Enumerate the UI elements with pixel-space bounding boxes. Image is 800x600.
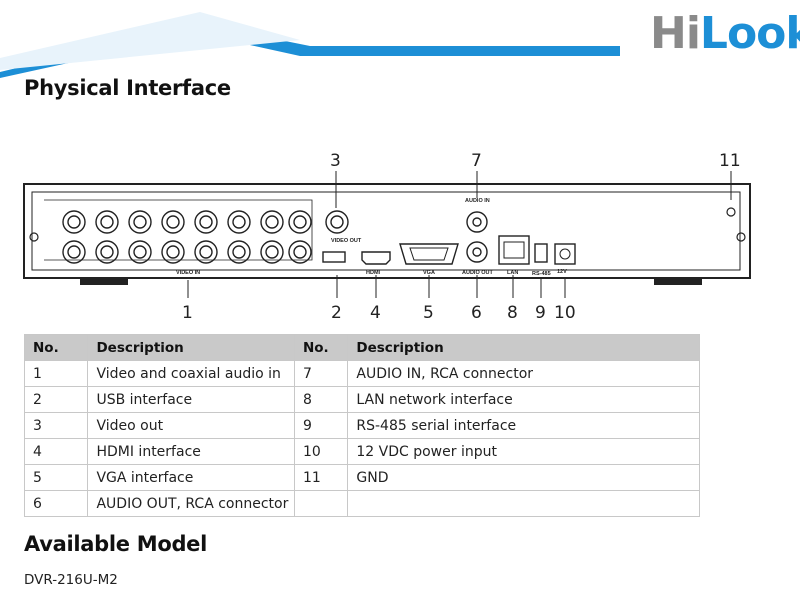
label-power: 12V: [557, 269, 567, 275]
table-cell: 8: [293, 386, 349, 413]
table-header: No.: [293, 334, 349, 361]
available-model-heading: Available Model: [24, 532, 208, 556]
callout-7: 7: [471, 151, 482, 171]
table-row: 3 Video out 9 RS-485 serial interface: [23, 412, 700, 439]
table-row: 5 VGA interface 11 GND: [23, 464, 700, 491]
table-cell: RS-485 serial interface: [347, 412, 700, 439]
callout-6: 6: [471, 303, 482, 323]
table-cell: GND: [347, 464, 700, 491]
table-cell: 6: [23, 490, 89, 517]
table-cell: 10: [293, 438, 349, 465]
label-hdmi: HDMI: [366, 270, 381, 276]
table-row: 4 HDMI interface 10 12 VDC power input: [23, 438, 700, 465]
table-header: Description: [87, 334, 295, 361]
bnc-row-bottom: [62, 240, 312, 264]
hilook-logo: HiLook: [650, 8, 800, 59]
callout-2: 2: [331, 303, 342, 323]
label-audio-in: AUDIO IN: [465, 198, 490, 204]
table-header: No.: [23, 334, 89, 361]
label-lan: LAN: [507, 270, 518, 276]
table-cell: Video and coaxial audio in: [87, 360, 295, 387]
table-cell: 5: [23, 464, 89, 491]
table-cell: LAN network interface: [347, 386, 700, 413]
interface-table: No. Description No. Description 1 Video …: [23, 334, 700, 517]
table-cell: 11: [293, 464, 349, 491]
callout-8: 8: [507, 303, 518, 323]
table-cell: [293, 490, 349, 517]
table-cell: Video out: [87, 412, 295, 439]
table-header-row: No. Description No. Description: [23, 334, 700, 361]
table-cell: HDMI interface: [87, 438, 295, 465]
table-cell: 4: [23, 438, 89, 465]
callout-11: 11: [719, 151, 741, 171]
vga-port: [399, 243, 459, 265]
table-row: 1 Video and coaxial audio in 7 AUDIO IN,…: [23, 360, 700, 387]
label-vga: VGA: [423, 270, 435, 276]
table-cell: 3: [23, 412, 89, 439]
callout-4: 4: [370, 303, 381, 323]
table-cell: 7: [293, 360, 349, 387]
table-row: 2 USB interface 8 LAN network interface: [23, 386, 700, 413]
lan-port: [498, 235, 530, 265]
bnc-row-top: [62, 210, 312, 234]
rca-connectors: [466, 211, 488, 263]
hdmi-port: [361, 251, 391, 265]
label-video-out: VIDEO OUT: [331, 238, 362, 244]
usb-port: [322, 251, 346, 263]
label-video-in: VIDEO IN: [176, 270, 200, 276]
rear-panel-diagram: 3 7 11 1 2 4 5 6 8 9 10: [23, 151, 751, 323]
table-cell: [347, 490, 700, 517]
table-cell: 9: [293, 412, 349, 439]
model-number: DVR-216U-M2: [24, 572, 118, 588]
page-title: Physical Interface: [24, 76, 231, 100]
label-audio-out: AUDIO OUT: [462, 270, 494, 276]
header-banner: [0, 12, 620, 78]
label-rs485: RS-485: [532, 271, 551, 277]
callout-1: 1: [182, 303, 193, 323]
callout-3: 3: [330, 151, 341, 171]
table-cell: 1: [23, 360, 89, 387]
table-cell: AUDIO OUT, RCA connector: [87, 490, 295, 517]
callout-10: 10: [554, 303, 576, 323]
callout-9: 9: [535, 303, 546, 323]
video-out-connector: [325, 210, 349, 234]
rs485-port: [534, 243, 548, 263]
table-cell: AUDIO IN, RCA connector: [347, 360, 700, 387]
table-header: Description: [347, 334, 700, 361]
table-cell: 2: [23, 386, 89, 413]
table-row: 6 AUDIO OUT, RCA connector: [23, 490, 700, 517]
table-cell: USB interface: [87, 386, 295, 413]
table-cell: 12 VDC power input: [347, 438, 700, 465]
callout-5: 5: [423, 303, 434, 323]
table-cell: VGA interface: [87, 464, 295, 491]
power-port: [554, 243, 576, 265]
